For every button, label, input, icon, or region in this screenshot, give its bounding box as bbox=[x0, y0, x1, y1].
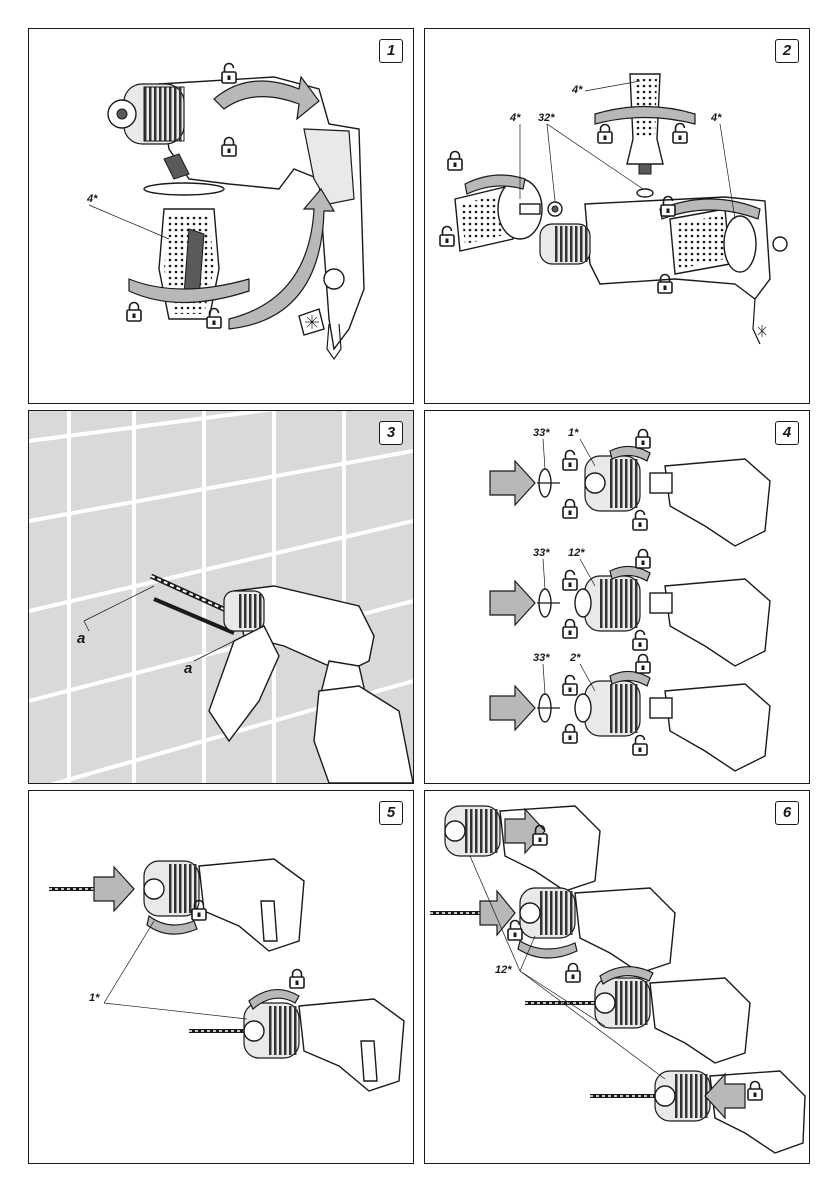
drill-body bbox=[198, 858, 305, 952]
drilling-depth-illustration: a a bbox=[29, 411, 413, 783]
lock-closed-icon bbox=[635, 548, 651, 569]
lock-open-icon bbox=[632, 629, 648, 651]
drill-body bbox=[298, 998, 405, 1092]
dimension-label: a bbox=[184, 660, 192, 677]
lock-closed-icon bbox=[562, 498, 578, 519]
lock-open-icon bbox=[206, 307, 222, 329]
curved-arrow-icon bbox=[464, 174, 526, 195]
lock-closed-icon bbox=[289, 968, 305, 989]
part-label: 4* bbox=[571, 84, 583, 96]
push-arrow-icon bbox=[489, 684, 536, 732]
part-label: 12* bbox=[495, 964, 512, 976]
depth-disk bbox=[723, 215, 757, 273]
curved-arrow-icon bbox=[609, 670, 651, 687]
curved-arrow-icon bbox=[517, 940, 578, 959]
lock-closed-icon bbox=[635, 653, 651, 674]
panel-number: 3 bbox=[379, 421, 403, 445]
lock-closed-icon bbox=[562, 618, 578, 639]
panel-1: 1 4* bbox=[28, 28, 414, 404]
lock-open-icon bbox=[562, 674, 578, 696]
drill-body bbox=[664, 683, 771, 772]
panel-4: 4 33* 1* 33* 12* bbox=[424, 410, 810, 784]
panel-3: 3 a a bbox=[28, 410, 414, 784]
lock-open-icon bbox=[672, 122, 688, 144]
lock-open-icon bbox=[221, 62, 237, 84]
hand bbox=[313, 685, 413, 783]
power-cord bbox=[326, 323, 342, 361]
part-label: 33* bbox=[533, 547, 550, 559]
panel-number: 5 bbox=[379, 801, 403, 825]
drill-body bbox=[664, 578, 771, 667]
lock-open-icon bbox=[562, 569, 578, 591]
side-handle-assembly-illustration: 4* bbox=[86, 62, 365, 361]
panel-number: 4 bbox=[775, 421, 799, 445]
curved-arrow-icon bbox=[659, 198, 761, 220]
part-label: 1* bbox=[568, 427, 579, 439]
part-label: 1* bbox=[89, 992, 100, 1004]
lock-open-icon bbox=[632, 734, 648, 756]
part-label: 32* bbox=[538, 112, 555, 124]
power-cord bbox=[752, 298, 761, 345]
part-label: 12* bbox=[568, 547, 585, 559]
lock-open-icon bbox=[632, 509, 648, 531]
panel-number: 1 bbox=[379, 39, 403, 63]
drill-body bbox=[664, 458, 771, 547]
part-label: 33* bbox=[533, 427, 550, 439]
curved-arrow-icon bbox=[594, 105, 696, 125]
drill-handle bbox=[303, 128, 355, 205]
curved-arrow-icon bbox=[599, 966, 654, 985]
curved-arrow-icon bbox=[609, 445, 651, 462]
depth-collar bbox=[143, 182, 225, 196]
lock-closed-icon bbox=[565, 962, 581, 983]
curved-arrow-icon bbox=[248, 989, 300, 1010]
key-chuck-bit-insertion-illustration: 1* bbox=[49, 858, 405, 1092]
curved-arrow-icon bbox=[228, 187, 336, 330]
push-arrow-icon bbox=[489, 459, 536, 507]
keyless-chuck-bit-insertion-illustration: 12* bbox=[430, 805, 806, 1154]
push-arrow-icon bbox=[704, 1072, 746, 1120]
drill-body bbox=[574, 887, 676, 974]
panel-6: 6 bbox=[424, 790, 810, 1164]
part-label: 2* bbox=[569, 652, 581, 664]
panel-2: 2 4* 4* bbox=[424, 28, 810, 404]
curved-arrow-icon bbox=[213, 75, 320, 121]
push-arrow-icon bbox=[93, 865, 135, 913]
panel-number: 2 bbox=[775, 39, 799, 63]
part-label: 33* bbox=[533, 652, 550, 664]
lock-open-icon bbox=[562, 449, 578, 471]
lock-open-icon bbox=[439, 225, 455, 247]
lock-closed-icon bbox=[562, 723, 578, 744]
lock-closed-icon bbox=[126, 301, 142, 322]
curved-arrow-icon bbox=[146, 914, 198, 935]
hand bbox=[208, 625, 280, 743]
handle-mounting-variants-illustration: 4* 4* 32* 4* bbox=[439, 73, 788, 345]
curved-arrow-icon bbox=[609, 565, 651, 582]
chuck-removal-illustration: 33* 1* 33* 12* 33* bbox=[489, 427, 771, 772]
part-label: 4* bbox=[509, 112, 521, 124]
curved-arrow-icon bbox=[128, 278, 250, 304]
push-arrow-icon bbox=[479, 889, 516, 937]
lock-closed-icon bbox=[635, 428, 651, 449]
lock-open-icon bbox=[507, 919, 523, 941]
lock-closed-icon bbox=[597, 123, 613, 144]
part-label: 4* bbox=[710, 112, 722, 124]
dimension-label: a bbox=[77, 630, 85, 647]
drill-body bbox=[649, 977, 751, 1064]
push-arrow-icon bbox=[489, 579, 536, 627]
lock-closed-icon bbox=[447, 150, 463, 171]
panel-5: 5 1* bbox=[28, 790, 414, 1164]
drill-switch bbox=[323, 268, 345, 290]
part-label: 4* bbox=[86, 193, 98, 205]
panel-number: 6 bbox=[775, 801, 799, 825]
